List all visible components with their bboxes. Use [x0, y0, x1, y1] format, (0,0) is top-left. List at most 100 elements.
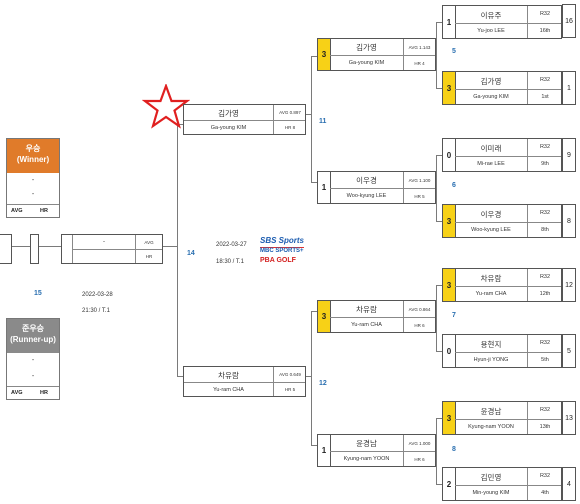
- divider: [330, 451, 435, 452]
- player-name-english: Kyung-nam YOON: [343, 456, 390, 462]
- player-rank: 12th: [539, 291, 551, 297]
- divider: [527, 269, 528, 301]
- player-name-korean: 김가영: [218, 109, 239, 118]
- player-hr: HR 5: [284, 387, 296, 392]
- bracket-line: [177, 124, 178, 376]
- divider: [403, 39, 404, 70]
- divider: [455, 352, 561, 353]
- seed-number: 16: [562, 4, 576, 38]
- player-score: 3: [318, 301, 331, 332]
- divider: [455, 89, 561, 90]
- winner-avg-label: AVG: [11, 208, 23, 214]
- final-score-box: [0, 234, 12, 264]
- divider: [527, 402, 528, 434]
- player-hr: HR 6: [414, 457, 425, 462]
- bracket-line: [436, 285, 442, 286]
- player-name-english: Kyung-nam YOON: [468, 424, 514, 430]
- player-round: R32: [539, 473, 551, 479]
- divider: [527, 335, 528, 367]
- divider: [455, 156, 561, 157]
- player-name-korean: 차유람: [218, 371, 239, 380]
- semifinal-player-box: 김가영 Ga-young KIM AVG 0.897 HR 8: [183, 104, 306, 135]
- divider: [330, 317, 435, 318]
- semi-match-number: 14: [187, 250, 195, 257]
- pba-golf-logo: PBA GOLF: [260, 257, 296, 264]
- bracket-line: [436, 155, 442, 156]
- player-score: 1: [318, 435, 331, 466]
- bracket-line: [436, 351, 442, 352]
- player-name-english: Yu-joo LEE: [477, 28, 505, 34]
- runner-up-label: 준우승: [21, 324, 45, 333]
- bracket-line: [306, 376, 311, 377]
- player-score: 1: [443, 6, 456, 38]
- bracket-line: [311, 311, 317, 312]
- divider: [330, 55, 435, 56]
- bracket-line: [436, 285, 437, 351]
- player-name-korean: 김가영: [480, 77, 502, 86]
- bracket-line: [177, 376, 183, 377]
- divider: [455, 485, 561, 486]
- player-hr: HR 8: [284, 125, 296, 130]
- match-number: 6: [452, 182, 456, 189]
- player-score: 3: [443, 269, 456, 301]
- bracket-line: [436, 22, 442, 23]
- bracket-line: [311, 56, 312, 182]
- player-avg: AVG 1.100: [408, 178, 431, 183]
- player-round: R32: [539, 407, 551, 413]
- divider: [273, 367, 274, 396]
- bracket-line: [311, 311, 312, 445]
- player-name-korean: 윤경남: [480, 407, 502, 416]
- divider: [403, 301, 404, 332]
- bracket-line: [436, 155, 437, 221]
- final-match-number: 15: [34, 290, 42, 297]
- divider: [273, 105, 274, 134]
- bracket-line: [436, 484, 442, 485]
- player-score: 3: [443, 72, 456, 104]
- bracket-line: [436, 418, 437, 484]
- divider: [455, 23, 561, 24]
- player-rank: 9th: [541, 161, 549, 167]
- player-name-korean: 차유람: [356, 305, 377, 314]
- broadcaster-logos: SBS Sports MBC SPORTS+ PBA GOLF: [258, 236, 308, 270]
- player-name-english: Hyun-ji YONG: [473, 357, 509, 363]
- final-score-box: [30, 234, 39, 264]
- winner-header: 우승 (Winner): [7, 139, 59, 173]
- final-line: [163, 246, 177, 247]
- semi-time: 18:30 / T.1: [216, 259, 244, 265]
- runner-up-avg-label: AVG: [11, 390, 23, 396]
- player-name-english: Ga-young KIM: [210, 125, 247, 131]
- player-round: R32: [539, 274, 551, 280]
- winner-hr-label: HR: [40, 208, 48, 214]
- divider: [455, 286, 561, 287]
- player-rank: 8th: [541, 227, 549, 233]
- runner-up-stats: AVG HR: [7, 386, 59, 399]
- divider: [527, 139, 528, 171]
- round-of-16-player-box: 3 차유람 Yu-ram CHA R32 12th: [442, 268, 562, 302]
- final-line: [39, 246, 61, 247]
- seed-number: 9: [562, 138, 576, 172]
- player-round: R32: [539, 210, 551, 216]
- final-player-name: -: [103, 239, 105, 245]
- winner-label: 우승: [25, 144, 41, 153]
- player-rank: 4th: [541, 490, 549, 496]
- match-number: 11: [319, 118, 327, 125]
- match-number: 5: [452, 48, 456, 55]
- final-date: 2022-03-28: [82, 292, 113, 298]
- player-hr: HR 5: [414, 194, 425, 199]
- seed-number: 1: [562, 71, 576, 105]
- divider: [527, 205, 528, 237]
- player-name-korean: 윤경남: [356, 439, 377, 448]
- player-name-korean: 김가영: [356, 43, 377, 52]
- player-name-korean: 용현지: [480, 340, 502, 349]
- match-number: 7: [452, 312, 456, 319]
- player-name-english: Yu-ram CHA: [475, 291, 507, 297]
- player-avg: AVG 0.897: [279, 110, 301, 115]
- player-name-english: Ga-young KIM: [473, 94, 509, 100]
- bracket-line: [306, 114, 311, 115]
- player-name-korean: 차유람: [480, 274, 502, 283]
